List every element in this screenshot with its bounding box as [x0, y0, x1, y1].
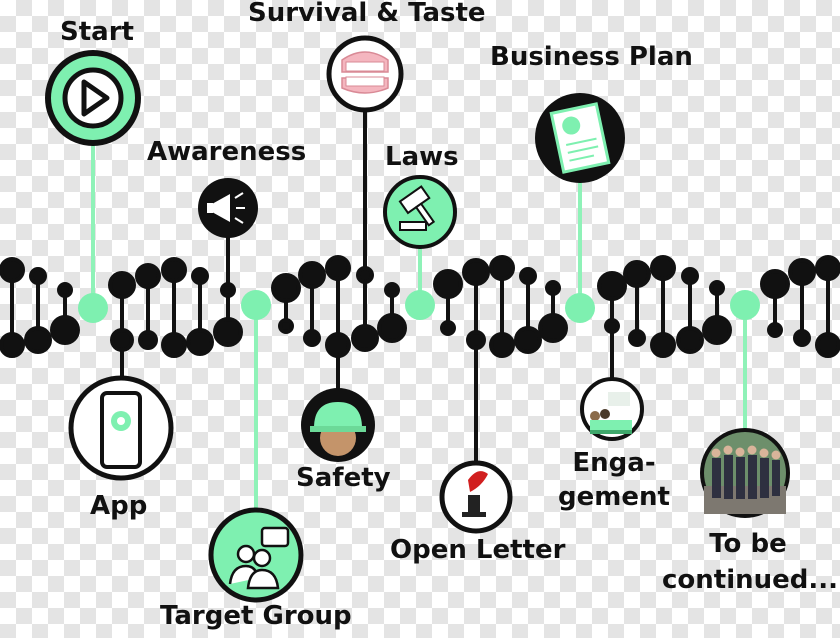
info-icon[interactable] — [442, 463, 510, 531]
dna-node — [31, 269, 45, 283]
dna-node — [222, 284, 234, 296]
label-awareness: Awareness — [147, 138, 306, 168]
dna-node — [273, 275, 299, 301]
label-continued-line2: continued... — [662, 562, 834, 598]
dna-node — [188, 330, 212, 354]
label-engagement-line2: gement — [556, 480, 672, 514]
dna-node — [137, 265, 159, 287]
dna-node — [652, 334, 674, 356]
dna-node — [386, 284, 398, 296]
label-app: App — [90, 492, 147, 522]
dna-node — [52, 317, 78, 343]
dna-node — [795, 331, 809, 345]
milestone-dot-continued — [730, 290, 760, 320]
dna-node — [435, 271, 461, 297]
dna-node — [163, 334, 185, 356]
megaphone-icon[interactable] — [198, 178, 258, 238]
helmet-worker-icon[interactable] — [301, 388, 375, 462]
dna-node — [442, 322, 454, 334]
dna-node — [491, 257, 513, 279]
gavel-icon[interactable] — [385, 177, 455, 247]
label-safety: Safety — [296, 464, 391, 494]
dna-node — [280, 320, 292, 332]
dna-node — [163, 259, 185, 281]
dna-node — [379, 315, 405, 341]
milestone-dot-business-plan — [565, 293, 595, 323]
dna-node — [327, 257, 349, 279]
dna-node — [305, 331, 319, 345]
dna-node — [683, 269, 697, 283]
meeting-icon[interactable] — [582, 379, 642, 439]
dna-node — [215, 319, 241, 345]
milestone-dot-laws — [405, 290, 435, 320]
dna-node — [26, 328, 50, 352]
label-start: Start — [60, 18, 134, 48]
dna-node — [300, 263, 324, 287]
teeth-icon[interactable] — [329, 38, 401, 110]
dna-node — [516, 328, 540, 352]
dna-node — [817, 334, 839, 356]
label-engagement: Enga- gement — [556, 446, 672, 514]
people-speech-icon[interactable] — [211, 510, 301, 600]
milestone-dots — [78, 290, 760, 323]
label-open-letter: Open Letter — [390, 536, 565, 566]
milestone-dot-target-group — [241, 290, 271, 320]
dna-node — [110, 273, 134, 297]
dna-node — [606, 320, 618, 332]
label-target-group: Target Group — [160, 602, 352, 632]
label-continued-line1: To be — [662, 526, 834, 562]
dna-node — [817, 257, 839, 279]
dna-node — [790, 260, 814, 284]
dna-node — [112, 330, 132, 350]
dna-node — [491, 334, 513, 356]
dna-node — [769, 324, 781, 336]
label-business-plan: Business Plan — [490, 43, 693, 73]
milestone-dot-start — [78, 293, 108, 323]
dna-node — [711, 282, 723, 294]
dna-node — [140, 332, 156, 348]
dna-node — [630, 331, 644, 345]
dna-node — [327, 334, 349, 356]
dna-node — [547, 282, 559, 294]
label-engagement-line1: Enga- — [556, 446, 672, 480]
dna-node — [625, 262, 649, 286]
dna-node — [1, 334, 23, 356]
dna-node — [521, 269, 535, 283]
play-icon[interactable] — [48, 53, 138, 143]
phone-icon[interactable] — [71, 378, 171, 478]
dna-node — [468, 332, 484, 348]
document-icon[interactable] — [535, 93, 625, 183]
dna-node — [464, 260, 488, 284]
dna-node — [652, 257, 674, 279]
dna-node — [540, 315, 566, 341]
label-continued: To be continued... — [662, 526, 834, 598]
label-survival-taste: Survival & Taste — [248, 0, 486, 29]
dna-node — [193, 269, 207, 283]
team-photo[interactable] — [700, 428, 790, 518]
dna-node — [704, 317, 730, 343]
dna-node — [353, 326, 377, 350]
dna-node — [762, 271, 788, 297]
dna-node — [1, 259, 23, 281]
label-laws: Laws — [385, 143, 459, 173]
dna-node — [358, 268, 372, 282]
dna-node — [599, 273, 625, 299]
dna-node — [678, 328, 702, 352]
dna-node — [59, 284, 71, 296]
